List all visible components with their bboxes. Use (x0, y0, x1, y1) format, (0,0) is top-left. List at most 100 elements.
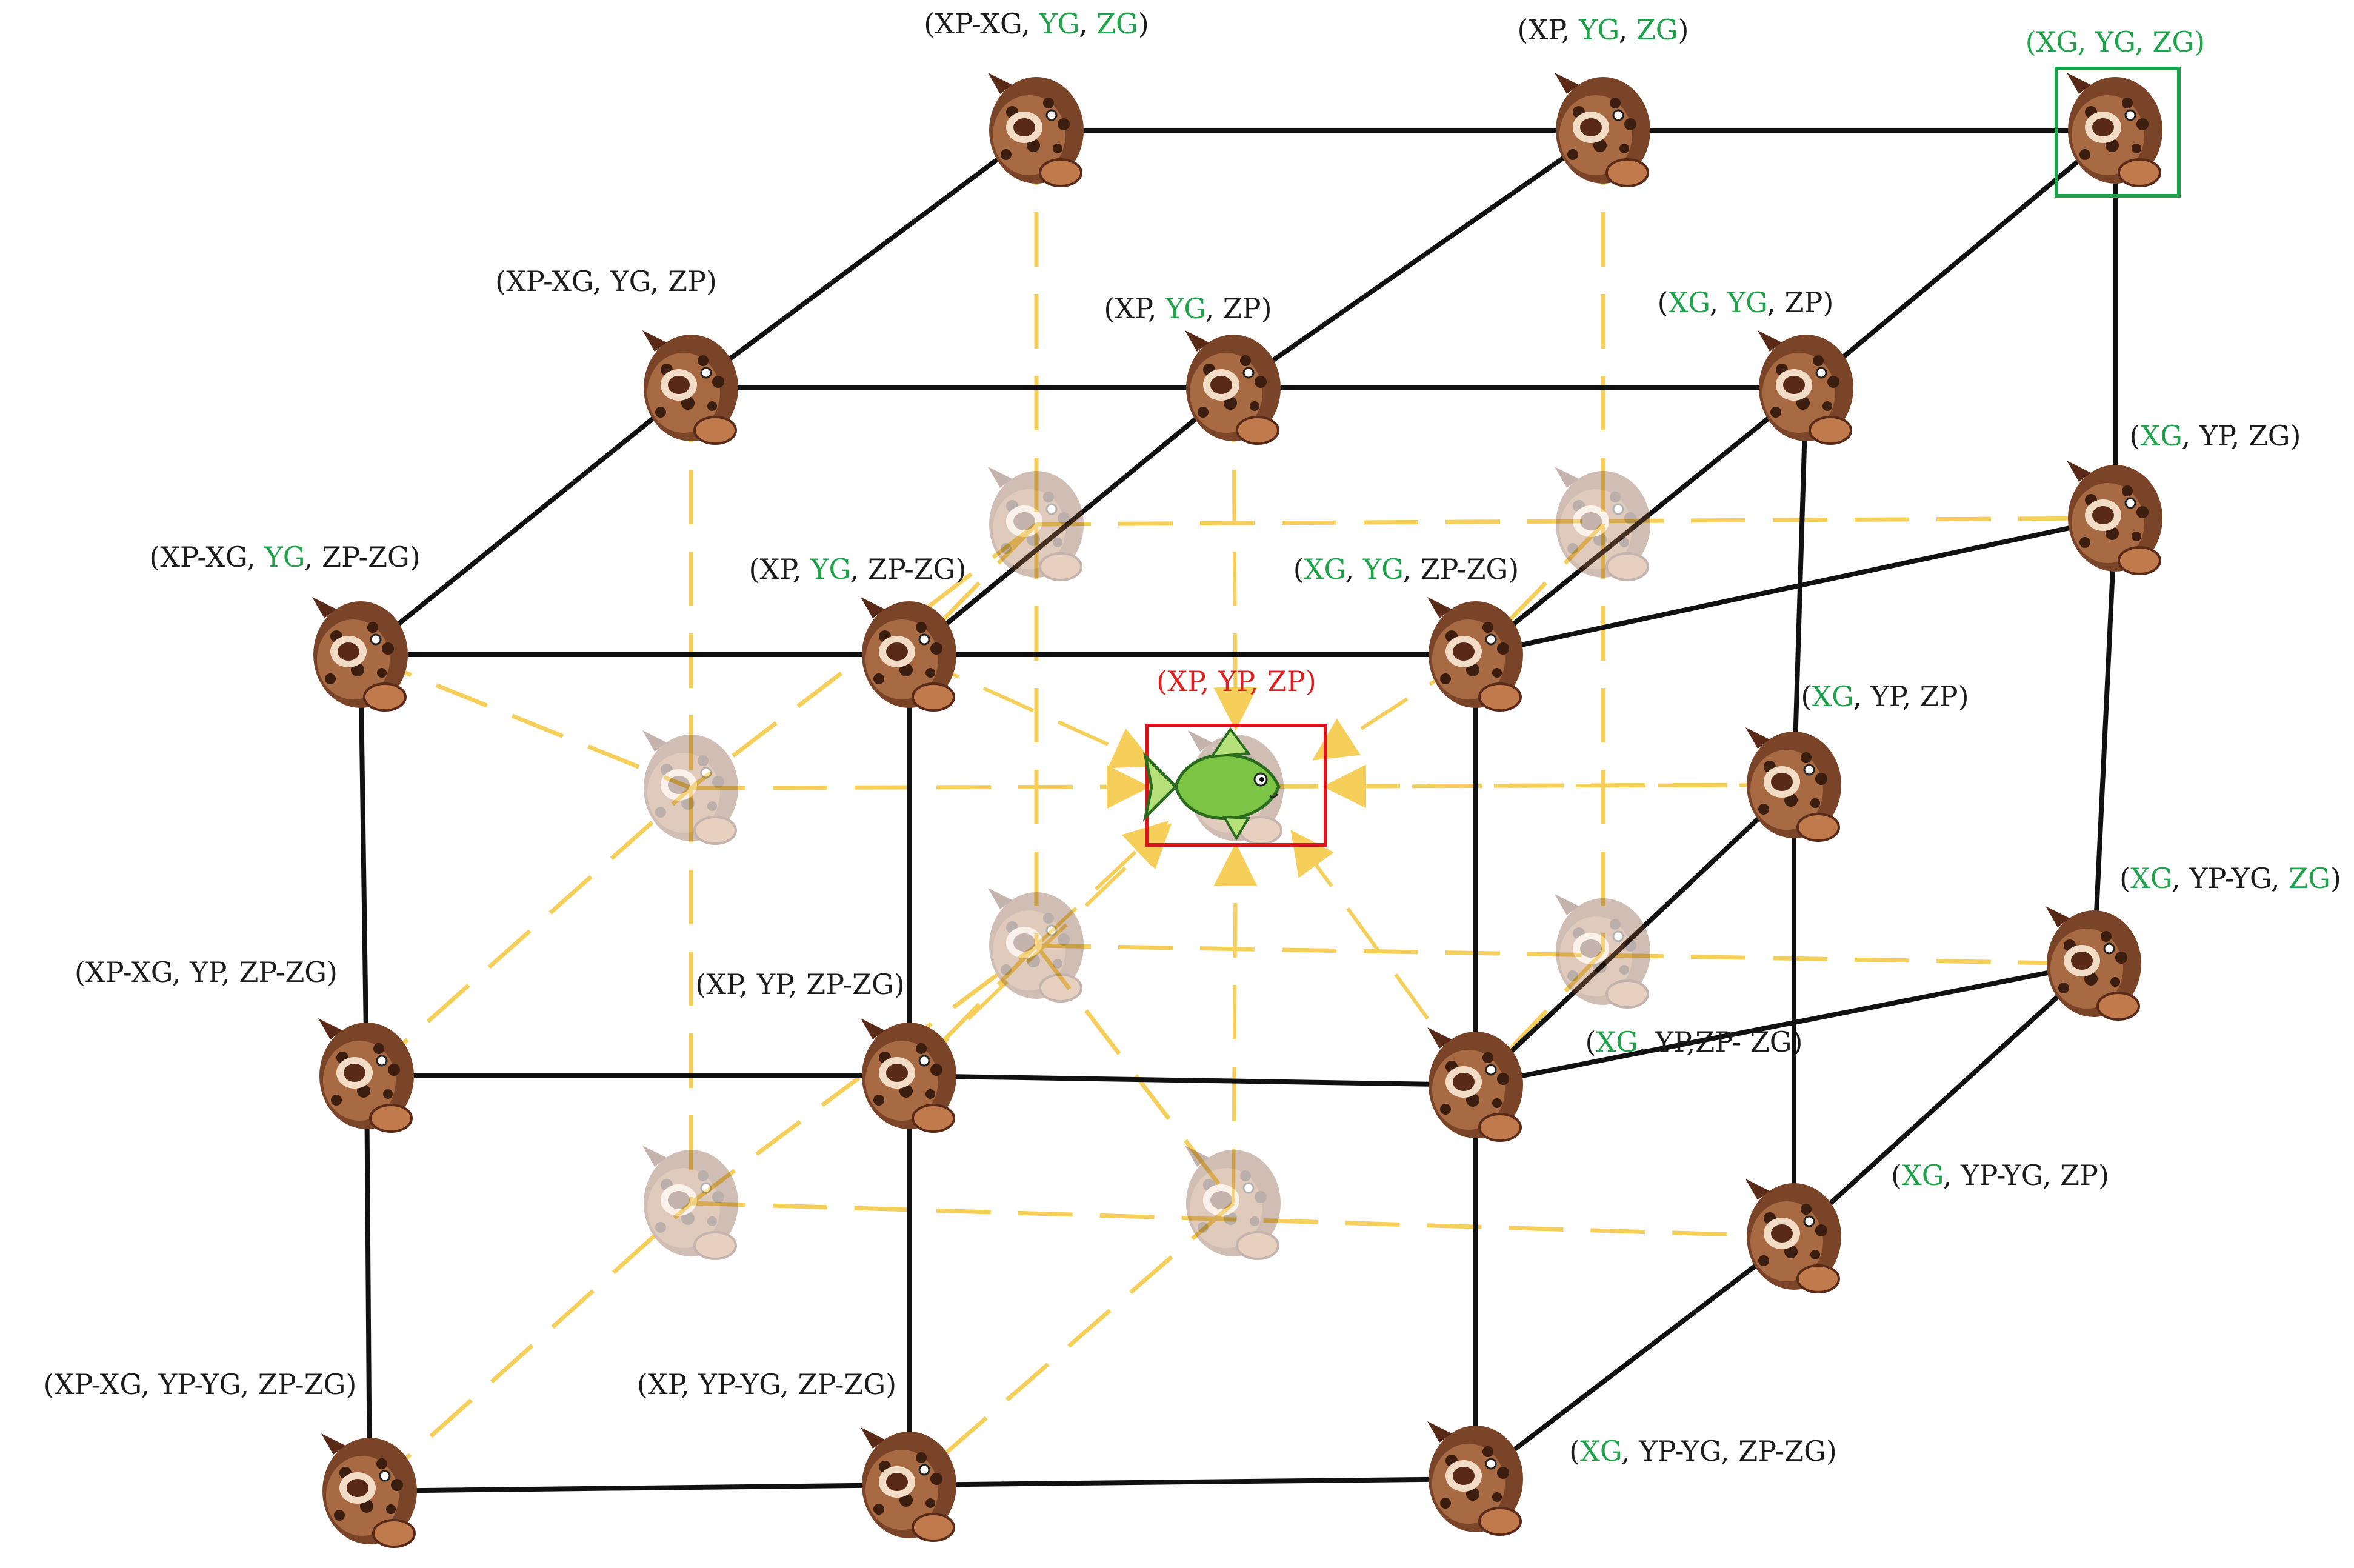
target-box (1145, 724, 1327, 847)
position-label-Q: (XP-XG, YP-YG, ZP-ZG) (44, 1368, 357, 1401)
label-segment: XG (2130, 862, 2172, 895)
position-label-A: (XP-XG, YG, ZG) (924, 7, 1149, 40)
hidden-grouper-fish-icon (1184, 1144, 1282, 1260)
label-segment: , (1709, 286, 1727, 319)
label-segment: , YP-YG, ZP) (1943, 1159, 2109, 1192)
label-segment: XG (1596, 1026, 1638, 1058)
position-label-F: (XG, YG, ZP) (1658, 286, 1834, 319)
grouper-fish-icon (1426, 1420, 1524, 1536)
edge-L-O (1473, 961, 2096, 1087)
position-label-D: (XP-XG, YG, ZP) (495, 265, 717, 298)
grouper-fish-icon (859, 596, 958, 712)
label-segment: (XP, YP, ZP-ZG) (695, 968, 904, 1001)
label-segment: (XP-XG, YP-YG, ZP-ZG) (44, 1368, 357, 1401)
label-segment: XG (2140, 419, 2181, 452)
label-segment: ( (1569, 1435, 1580, 1467)
position-label-H: (XP-XG, YG, ZP-ZG) (149, 541, 420, 573)
label-segment: , YP-YG, (2172, 862, 2289, 895)
position-label-E: (XP, YG, ZP) (1104, 292, 1272, 325)
position-labels: (XP-XG, YG, ZG)(XP, YG, ZG)(XG, YG, ZG)(… (44, 7, 2341, 1467)
edge-G-L (2092, 516, 2118, 966)
label-segment: (XP, YP-YG, ZP-ZG) (637, 1368, 896, 1401)
label-segment: ( (2119, 862, 2130, 895)
label-segment: XG (1902, 1159, 1943, 1192)
grouper-fish-icon (311, 596, 409, 712)
grouper-fish-icon (859, 1426, 958, 1542)
grouper-fish-icon (1426, 596, 1524, 712)
label-segment: (XG, YG, ZG) (2026, 25, 2205, 58)
grouper-fish-icon (2066, 459, 2164, 575)
label-segment: , (1079, 7, 1096, 40)
label-segment: , ZP) (1767, 286, 1833, 319)
label-segment: (XP, (749, 553, 811, 585)
hidden-edge-H-h3 (359, 652, 692, 790)
edge-G-J (1473, 516, 2118, 657)
edge-P-S (1473, 1234, 1796, 1481)
edge-Q-R (367, 1483, 912, 1493)
label-segment: XG (1812, 680, 1853, 713)
hidden-edge-Q-h6 (368, 1201, 693, 1493)
hidden-edge-h6-P (690, 1201, 1795, 1239)
grouper-fish-icon (320, 1432, 418, 1548)
grouper-fish-icon (1184, 329, 1282, 445)
position-label-G: (XG, YP, ZG) (2130, 419, 2301, 452)
label-segment: (XP-XG, YP, ZP-ZG) (75, 956, 338, 989)
edge-A-D (689, 128, 1039, 390)
grouper-fish-icon (2044, 905, 2142, 1021)
label-segment: , ZP-ZG) (304, 541, 421, 573)
label-segment: XG (1304, 553, 1345, 585)
label-segment: (XP, (1518, 13, 1579, 46)
position-label-B: (XP, YG, ZG) (1518, 13, 1689, 46)
label-segment: ( (1891, 1159, 1902, 1192)
label-segment: , ZP) (1205, 292, 1272, 325)
grouper-fish-icon (1426, 1026, 1524, 1142)
hidden-edge-h7-R (907, 1201, 1235, 1487)
position-label-R: (XP, YP-YG, ZP-ZG) (637, 1368, 896, 1401)
label-segment: YG (264, 541, 304, 573)
hidden-grouper-fish-icon (987, 465, 1085, 581)
edge-B-E (1231, 128, 1605, 390)
label-segment: (XP, (1104, 292, 1165, 325)
grouper-fish-icon (1756, 329, 1855, 445)
position-label-S: (XG, YP-YG, ZP-ZG) (1569, 1435, 1837, 1467)
target-node: (XP, YP, ZP) (1142, 665, 1327, 847)
label-segment: ( (1801, 680, 1812, 713)
arrow-E-to-target (1213, 387, 1258, 732)
grouper-fish-icon (1744, 1178, 1842, 1293)
hidden-edge-M-h3 (365, 786, 693, 1078)
edge-R-S (907, 1476, 1478, 1487)
edge-D-H (358, 385, 693, 657)
label-segment: (XP-XG, (924, 7, 1039, 40)
grouper-fish-icon (317, 1017, 415, 1133)
label-segment: ) (1678, 13, 1689, 46)
label-segment: (XP-XG, (149, 541, 264, 573)
position-label-O: (XG, YP,ZP- ZG) (1585, 1026, 1803, 1058)
edge-C-F (1804, 128, 2118, 390)
position-label-N: (XP, YP, ZP-ZG) (695, 968, 904, 1001)
label-segment: , ZP-ZG) (1402, 553, 1519, 585)
label-segment: YG (1362, 553, 1402, 585)
label-segment: YG (1578, 13, 1618, 46)
position-label-I: (XP, YG, ZP-ZG) (749, 553, 967, 585)
label-segment: YG (1165, 292, 1205, 325)
grouper-fish-icon (1553, 72, 1652, 187)
label-segment: YG (1727, 286, 1767, 319)
label-segment: ( (1658, 286, 1669, 319)
label-segment: ) (1138, 7, 1149, 40)
label-segment: ( (1585, 1026, 1596, 1058)
label-segment: ) (2330, 862, 2341, 895)
label-segment: ZG (2289, 862, 2330, 895)
hidden-grouper-fish-icon (641, 1144, 739, 1260)
edge-N-O (907, 1073, 1478, 1087)
position-label-C: (XG, YG, ZG) (2026, 25, 2205, 58)
grouper-fish-icon (2066, 72, 2164, 187)
position-label-K: (XG, YP, ZP) (1801, 680, 1969, 713)
label-segment: , YP-YG, ZP-ZG) (1621, 1435, 1837, 1467)
label-segment: , YP, ZP) (1853, 680, 1969, 713)
label-segment: ( (2130, 419, 2141, 452)
position-label-M: (XP-XG, YP, ZP-ZG) (75, 956, 338, 989)
global-best-box (2055, 67, 2181, 198)
position-label-J: (XG, YG, ZP-ZG) (1293, 553, 1519, 585)
